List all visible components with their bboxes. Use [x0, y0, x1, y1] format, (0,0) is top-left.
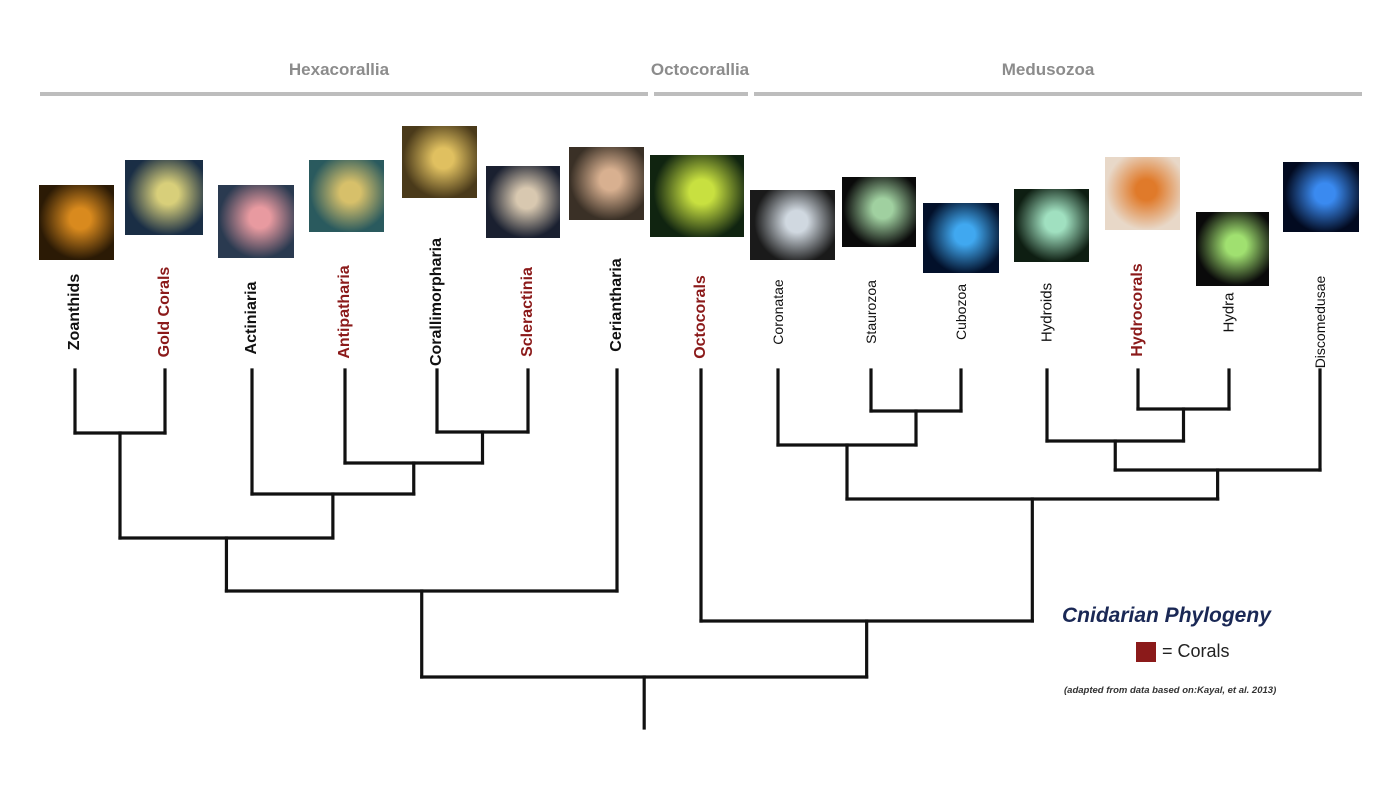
taxon-label-hydrocorals: Hydrocorals: [1129, 263, 1146, 357]
taxon-label-zoanthids: Zoanthids: [66, 273, 83, 351]
crown-jellyfish-photo: [750, 190, 835, 260]
taxon-label-hydra: Hydra: [1220, 291, 1238, 333]
sea-anemone-photo: [218, 185, 294, 258]
taxon-label-scleractinia: Scleractinia: [519, 267, 536, 357]
taxon-label-cubozoa: Cubozoa: [953, 283, 969, 341]
group-label-medusozoa: Medusozoa: [1001, 60, 1095, 79]
group-label-hexacorallia: Hexacorallia: [288, 60, 390, 79]
box-jellyfish-photo: [923, 203, 999, 273]
zoanthid-colony-photo: [39, 185, 114, 260]
stalked-jellyfish-photo: [842, 177, 916, 247]
gold-coral-photo: [125, 160, 203, 235]
taxon-label-ceriantharia: Ceriantharia: [608, 258, 625, 352]
taxon-label-octocorals: Octocorals: [692, 275, 709, 359]
legend-title: Cnidarian Phylogeny: [1062, 604, 1271, 627]
group-label-octocorallia: Octocorallia: [650, 60, 750, 79]
octocoral-polyp-photo: [650, 155, 744, 237]
group-bar-hexacorallia: [40, 92, 648, 96]
taxon-label-discomedusae: Discomedusae: [1312, 275, 1328, 369]
moon-jellyfish-photo: [1283, 162, 1359, 232]
taxon-label-staurozoa: Staurozoa: [863, 280, 879, 344]
corallimorph-photo: [402, 126, 477, 198]
taxon-label-antipatharia: Antipatharia: [336, 265, 353, 359]
legend-coral-swatch: [1136, 642, 1156, 662]
group-bar-medusozoa: [754, 92, 1362, 96]
group-bar-octocorallia: [654, 92, 748, 96]
taxon-label-gold-corals: Gold Corals: [156, 266, 173, 358]
fire-coral-photo: [1105, 157, 1180, 230]
taxon-label-hydroids: Hydroids: [1038, 282, 1056, 342]
tube-anemone-photo: [569, 147, 644, 220]
stony-coral-photo: [486, 166, 560, 238]
legend-swatch-label: = Corals: [1162, 641, 1230, 661]
taxon-label-corallimorpharia: Corallimorpharia: [428, 237, 445, 367]
black-coral-whip-photo: [309, 160, 384, 232]
taxon-label-actiniaria: Actiniaria: [243, 281, 260, 355]
hydra-photo: [1196, 212, 1269, 286]
legend-source-note: (adapted from data based on:Kayal, et al…: [1064, 685, 1277, 696]
hydroid-photo: [1014, 189, 1089, 262]
taxon-label-coronatae: Coronatae: [770, 279, 786, 345]
